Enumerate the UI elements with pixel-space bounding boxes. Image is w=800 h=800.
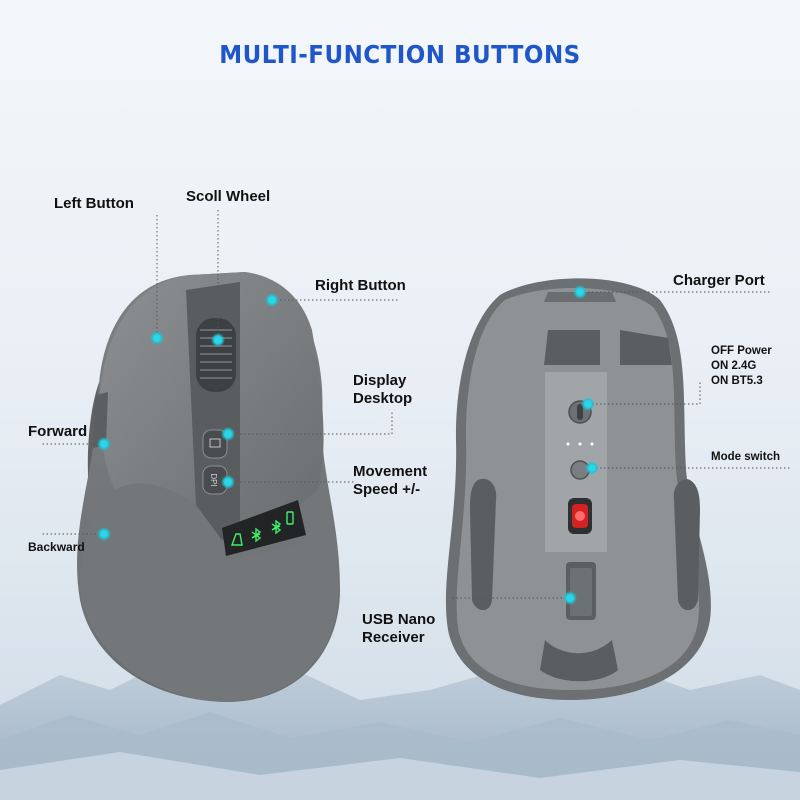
display-desktop-button — [202, 429, 228, 459]
leader-lines — [40, 210, 790, 599]
label-left-button: Left Button — [54, 195, 134, 212]
label-backward: Backward — [28, 540, 85, 554]
label-forward: Forward — [28, 423, 88, 440]
label-movement-speed: Movement Speed +/- — [353, 463, 427, 499]
label-right-button: Right Button — [315, 277, 406, 294]
forward-side-button — [93, 392, 108, 448]
label-power-line1: OFF Power — [711, 345, 772, 357]
mouse-foot-top-left — [544, 330, 600, 365]
label-power-line3: ON BT5.3 — [711, 375, 763, 387]
dpi-button-label: DPI — [209, 473, 218, 486]
label-charger-port: Charger Port — [673, 272, 765, 289]
mouse-bottom-view — [445, 278, 711, 700]
label-display-desktop-line1: Display — [353, 372, 407, 389]
mouse-top-view: DPI — [77, 272, 340, 702]
mouse-foot-bottom — [540, 640, 618, 682]
label-movement-speed-line2: Speed +/- — [353, 481, 421, 498]
label-mode-switch: Mode switch — [711, 451, 781, 463]
label-movement-speed-line1: Movement — [353, 463, 428, 480]
label-usb-receiver: USB Nano Receiver — [362, 611, 435, 647]
label-power-switch: OFF Power ON 2.4G ON BT5.3 — [711, 344, 772, 389]
mouse-foot-right — [673, 479, 700, 611]
mountain-background — [0, 660, 800, 800]
mouse-foot-left — [470, 478, 497, 611]
label-scroll-wheel: Scoll Wheel — [186, 188, 271, 205]
page-title: MULTI-FUNCTION BUTTONS — [219, 40, 581, 69]
indicator-icons — [231, 511, 294, 546]
label-usb-line1: USB Nano — [362, 611, 436, 628]
label-usb-line2: Receiver — [362, 629, 425, 646]
indicator-panel — [222, 500, 306, 556]
label-display-desktop-line2: Desktop — [353, 390, 413, 407]
callout-markers — [97, 285, 599, 605]
label-display-desktop: Display Desktop — [353, 372, 412, 408]
mouse-foot-top-right — [620, 330, 672, 365]
label-power-line2: ON 2.4G — [711, 360, 757, 372]
